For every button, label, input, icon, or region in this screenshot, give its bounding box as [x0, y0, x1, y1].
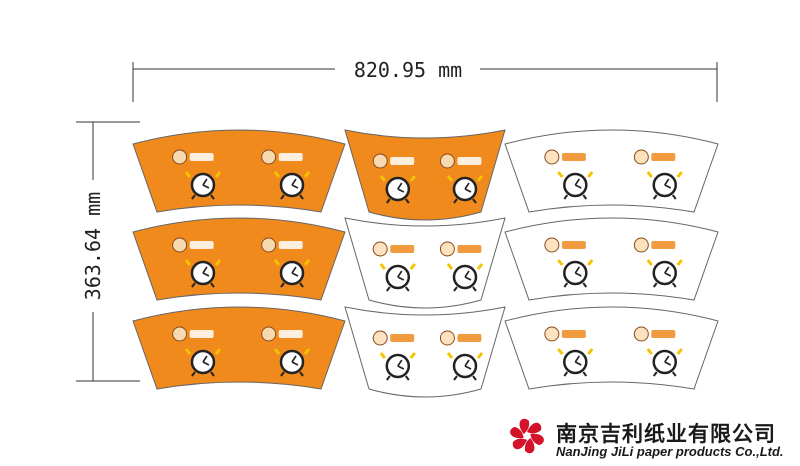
cup-fan-panel — [344, 217, 506, 309]
height-label: 363.64 mm — [81, 192, 105, 300]
cup-fan-panel — [132, 217, 346, 301]
cup-fan-panel — [504, 129, 719, 213]
company-logo-icon — [510, 418, 544, 454]
width-dimension: 820.95 mm — [132, 58, 718, 102]
cup-fan-panel — [132, 129, 346, 213]
cup-fan-panel — [132, 306, 346, 390]
cup-fan-panel — [344, 306, 506, 398]
height-dimension: 363.64 mm — [76, 121, 140, 382]
cup-fan-panel — [504, 217, 719, 301]
company-name-en: NanJing JiLi paper products Co.,Ltd. — [556, 444, 784, 459]
cup-fans — [132, 129, 719, 398]
width-label: 820.95 mm — [354, 58, 462, 82]
cup-fan-panel — [344, 129, 506, 221]
company-name-cn: 南京吉利纸业有限公司 — [556, 422, 776, 446]
cup-fan-panel — [504, 306, 719, 390]
